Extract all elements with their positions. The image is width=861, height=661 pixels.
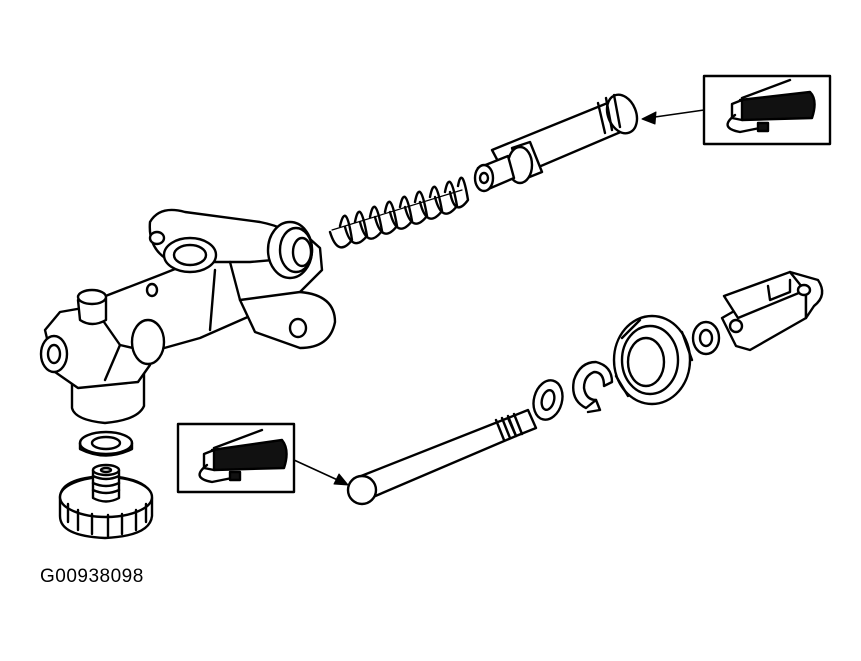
clevis	[720, 270, 824, 352]
grease-gun-icon	[702, 74, 832, 146]
figure-id-label: G00938098	[40, 566, 144, 587]
lock-nut	[691, 320, 721, 356]
reservoir-seal-washer	[78, 430, 134, 457]
piston-assembly	[473, 93, 639, 193]
pointer-arrowhead-top	[641, 111, 657, 125]
push-rod	[346, 408, 538, 506]
grease-gun-icon	[176, 422, 296, 494]
snap-ring	[572, 360, 614, 414]
dust-boot	[612, 314, 694, 406]
pointer-arrowhead-bottom	[333, 473, 349, 486]
pointer-arrow-top	[647, 109, 705, 119]
pointer-arrow-bottom	[293, 459, 343, 483]
return-spring	[328, 176, 470, 249]
rod-washer	[532, 379, 564, 421]
reservoir-cap	[58, 463, 154, 540]
master-cylinder-body	[39, 208, 337, 425]
